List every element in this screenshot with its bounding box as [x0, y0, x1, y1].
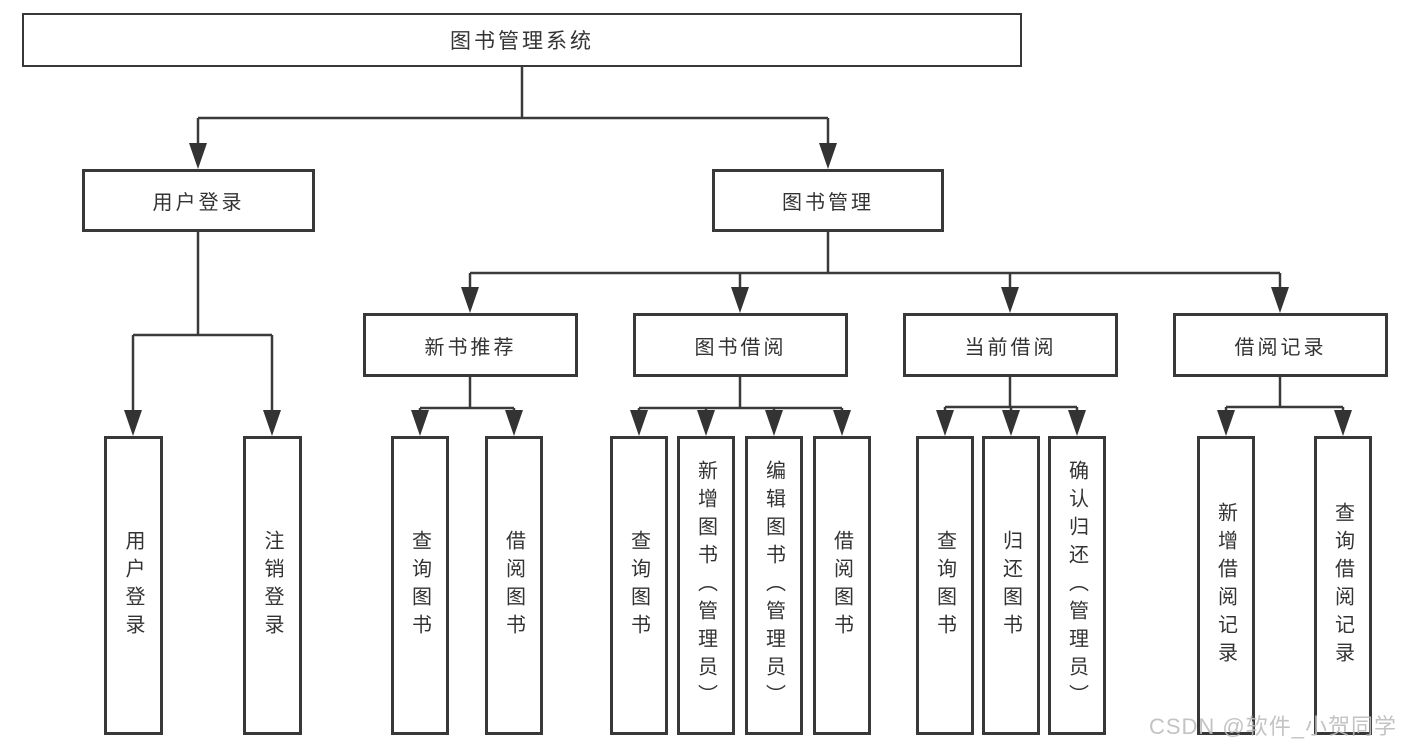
node-book-borrow: 图书借阅 [633, 313, 848, 377]
leaf-add-books-admin: 新增图书（管理员） [677, 436, 735, 735]
leaf-borrow-books: 借阅图书 [813, 436, 871, 735]
leaf-edit-books-admin: 编辑图书（管理员） [745, 436, 803, 735]
leaf-add-borrow-record: 新增借阅记录 [1197, 436, 1255, 735]
leaf-logout: 注销登录 [243, 436, 302, 735]
leaf-query-books-borrow: 查询图书 [610, 436, 668, 735]
leaf-query-borrow-record: 查询借阅记录 [1314, 436, 1372, 735]
csdn-watermark: CSDN @软件_小贺同学 [1148, 714, 1397, 739]
node-new-book-recommend: 新书推荐 [363, 313, 578, 377]
node-user-login: 用户登录 [82, 169, 315, 232]
leaf-confirm-return-admin: 确认归还（管理员） [1048, 436, 1106, 735]
node-book-management: 图书管理 [712, 169, 944, 232]
leaf-query-books-recommend: 查询图书 [391, 436, 449, 735]
leaf-user-login: 用户登录 [104, 436, 163, 735]
node-library-management-system: 图书管理系统 [22, 13, 1022, 67]
leaf-return-books: 归还图书 [982, 436, 1040, 735]
node-current-borrow: 当前借阅 [903, 313, 1118, 377]
node-borrow-records: 借阅记录 [1173, 313, 1388, 377]
leaf-query-books-current: 查询图书 [916, 436, 974, 735]
leaf-borrow-books-recommend: 借阅图书 [485, 436, 543, 735]
